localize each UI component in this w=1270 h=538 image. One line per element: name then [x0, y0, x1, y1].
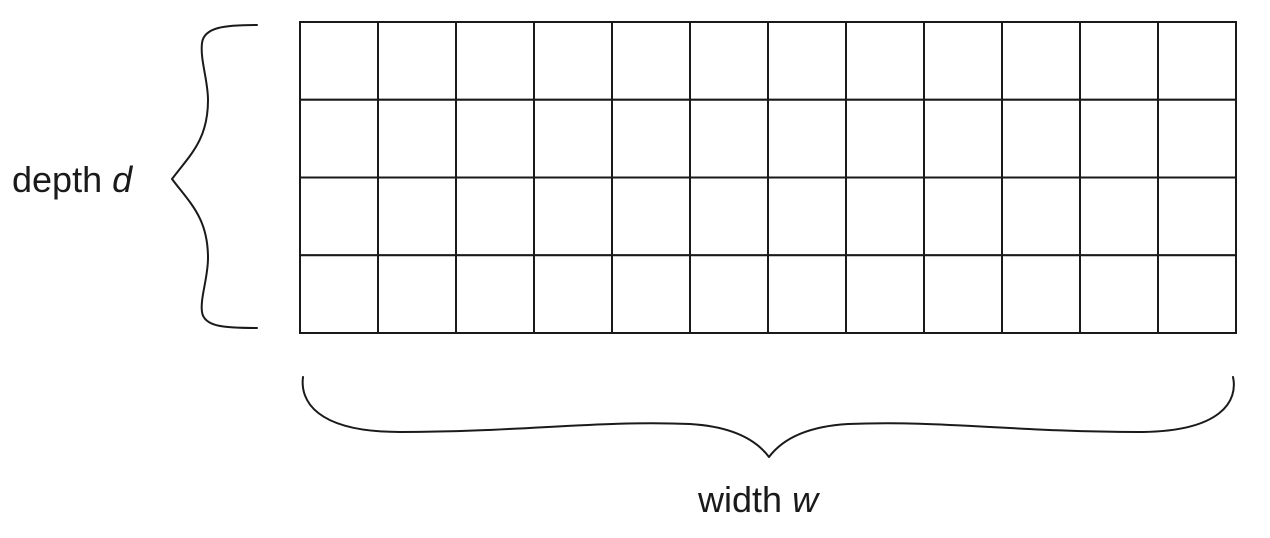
grid-cell — [923, 21, 1003, 101]
grid-cell — [455, 98, 535, 179]
grid-cell — [923, 176, 1003, 257]
grid-cell — [455, 176, 535, 257]
grid-cell — [377, 176, 457, 257]
grid-cell — [299, 21, 379, 101]
grid-cell — [1001, 98, 1081, 179]
grid-cell — [923, 254, 1003, 334]
depth-label: depth d — [12, 159, 133, 200]
grid-cell — [1157, 98, 1237, 179]
grid-cell — [455, 21, 535, 101]
width-label: width w — [697, 479, 820, 520]
grid-cell — [1157, 254, 1237, 334]
grid-cell — [767, 98, 847, 179]
sketch-grid — [299, 21, 1237, 334]
grid-cell — [533, 254, 613, 334]
grid-cell — [533, 21, 613, 101]
grid-cell — [611, 21, 691, 101]
grid-cell — [845, 21, 925, 101]
grid-cell — [845, 98, 925, 179]
grid-cell — [689, 254, 769, 334]
grid-cell — [455, 254, 535, 334]
grid-cell — [299, 98, 379, 179]
grid-cell — [533, 98, 613, 179]
grid-cell — [1001, 21, 1081, 101]
width-variable: w — [792, 479, 820, 520]
depth-brace — [171, 24, 258, 329]
grid-cell — [377, 254, 457, 334]
width-brace — [301, 376, 1235, 458]
grid-cell — [689, 21, 769, 101]
grid-cell — [767, 176, 847, 257]
grid-cell — [1157, 21, 1237, 101]
grid-cell — [377, 21, 457, 101]
grid-cell — [689, 98, 769, 179]
grid-cell — [533, 176, 613, 257]
grid-cell — [299, 254, 379, 334]
grid-cell — [611, 98, 691, 179]
grid-cell — [689, 176, 769, 257]
grid-cell — [611, 176, 691, 257]
depth-word: depth — [12, 159, 102, 200]
grid-cell — [1157, 176, 1237, 257]
grid-cell — [1079, 176, 1159, 257]
grid-cell — [1079, 21, 1159, 101]
grid-cell — [611, 254, 691, 334]
grid-cell — [1001, 254, 1081, 334]
grid-cell — [377, 98, 457, 179]
grid-cell — [923, 98, 1003, 179]
width-word: width — [697, 479, 782, 520]
depth-variable: d — [112, 159, 133, 200]
grid-cell — [767, 21, 847, 101]
grid-cell — [767, 254, 847, 334]
grid-cell — [1079, 254, 1159, 334]
grid-cell — [1001, 176, 1081, 257]
grid-cell — [845, 254, 925, 334]
grid-cell — [845, 176, 925, 257]
grid-cell — [1079, 98, 1159, 179]
grid-cell — [299, 176, 379, 257]
